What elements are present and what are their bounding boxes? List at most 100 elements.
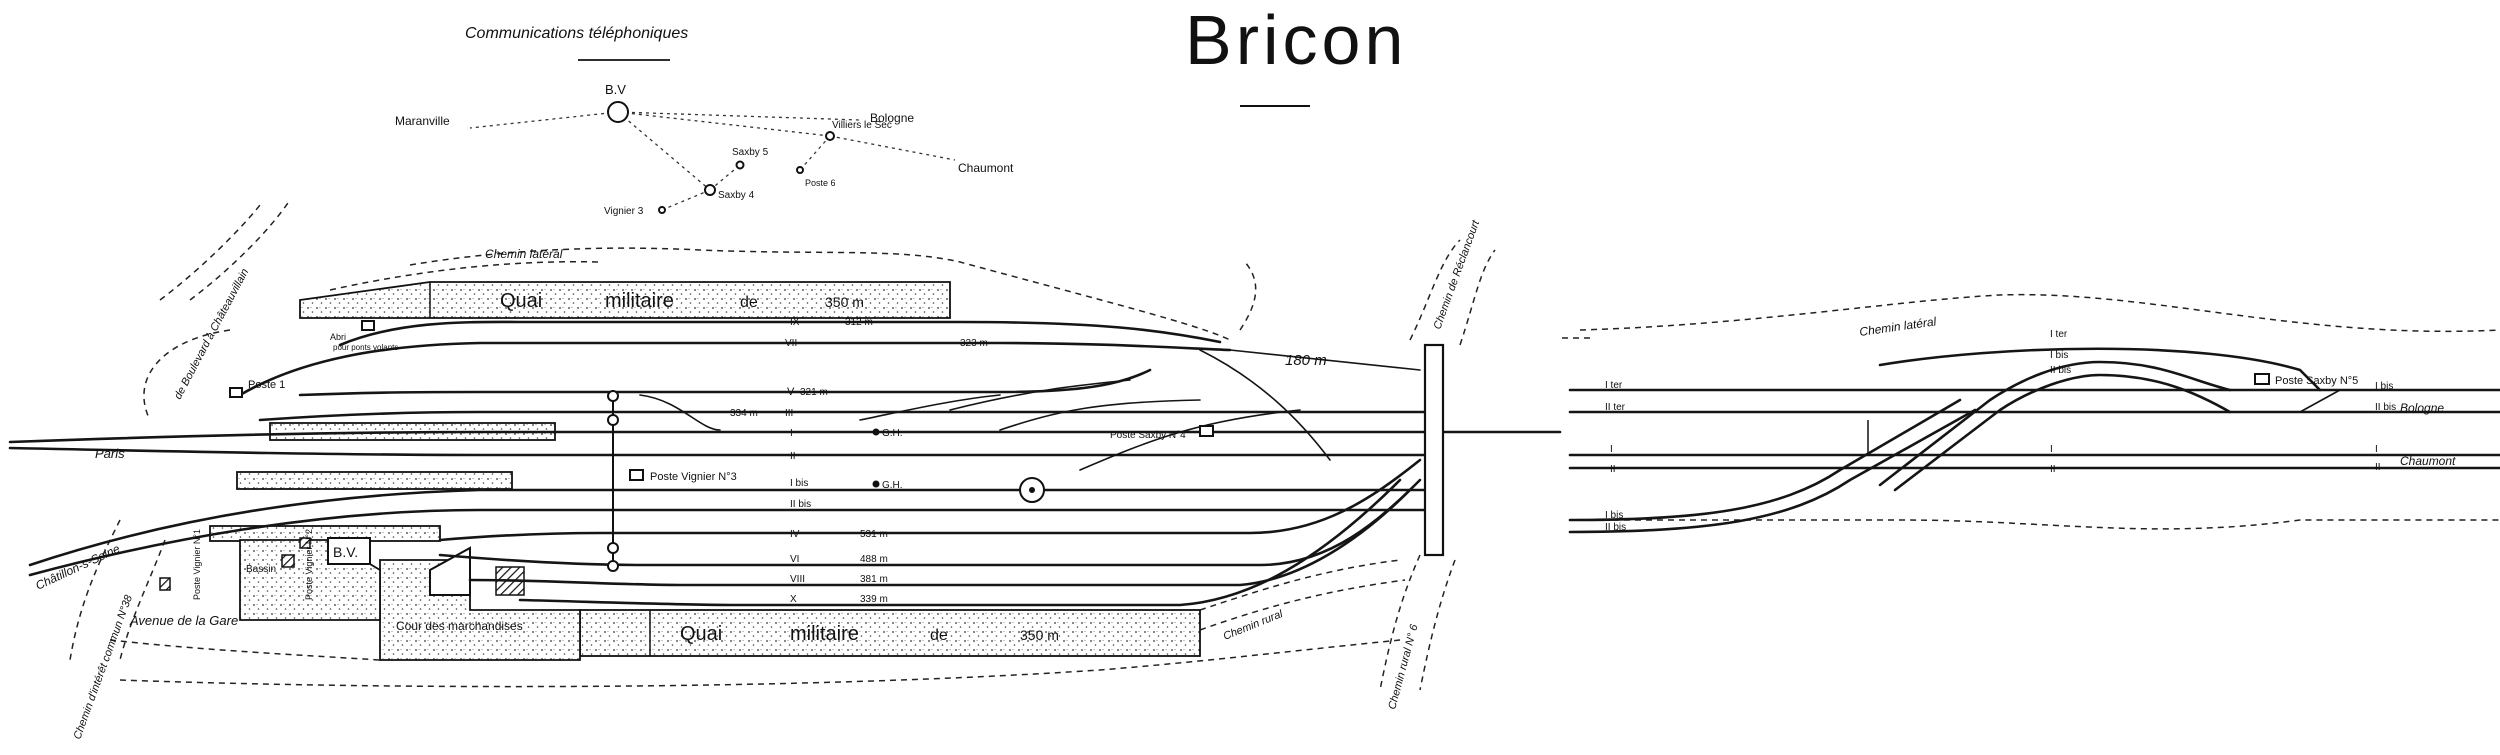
cour-marchandises	[379, 559, 581, 661]
quai-top-w3: de	[740, 294, 758, 311]
crossing-marker-3	[607, 542, 619, 554]
road-chemin-commun	[69, 519, 121, 661]
track-IX	[338, 320, 1222, 347]
tel-label-bv: B.V	[605, 82, 626, 97]
tel-node-vignier3	[658, 206, 666, 214]
track-IX-num: IX	[790, 317, 800, 328]
road-chemin-rural-6b	[1419, 559, 1456, 691]
crossing-marker-1	[607, 390, 619, 402]
abri-label: Abri	[330, 332, 346, 342]
right-II-left: II	[1610, 464, 1616, 475]
right-I-end: I	[2375, 444, 2378, 455]
track-VI-len: 488 m	[860, 554, 888, 565]
tel-node-saxby4	[704, 184, 716, 196]
track-I-bis-mark: G.H.	[882, 480, 903, 491]
track-II	[8, 446, 1432, 457]
track-I	[8, 430, 1562, 444]
track-VI-num: VI	[790, 554, 799, 565]
track-IV-num: IV	[790, 529, 800, 540]
quai-top-w4: 350 m	[825, 294, 864, 310]
buildings: B.V. Cour des marchandises Bassin Poste …	[159, 320, 525, 633]
track-right-II-bis-high	[1893, 373, 2232, 492]
road-chemin-commun-b	[119, 539, 166, 661]
direction-chaumont: Chaumont	[2400, 454, 2456, 468]
tel-line-saxby4	[617, 111, 711, 191]
direction-paris: Paris	[95, 446, 125, 461]
track-curve-right	[1199, 349, 1331, 461]
road-bottom-right	[1580, 519, 2500, 530]
right-I-bis-left: I bis	[1605, 510, 1623, 521]
page-title: Bricon	[1185, 1, 1407, 79]
right-II-end: II	[2375, 462, 2381, 473]
track-V	[298, 368, 1152, 397]
road-outlines	[69, 199, 2500, 691]
road-chemin-lateral-right	[1579, 293, 2500, 333]
passenger-building-bv	[327, 537, 371, 565]
right-II-bis-end: II bis	[2375, 402, 2396, 413]
crossing-marker-2	[607, 414, 619, 426]
track-crossovers-mid	[949, 379, 1301, 471]
road-bd-chateauvillain	[189, 199, 291, 301]
quai-top-w2: militaire	[605, 290, 674, 312]
poste-vignier-1-label: Poste Vignier N°1	[192, 529, 202, 600]
tel-node-saxby5	[735, 160, 745, 170]
right-I-left: I	[1610, 444, 1613, 455]
direction-bologne: Bologne	[2400, 401, 2444, 415]
road-label-lateral-right: Chemin latéral	[1858, 314, 1937, 339]
track-VI	[438, 478, 1422, 567]
road-upper-left	[329, 260, 601, 291]
road-reclancourt-2	[1459, 249, 1496, 346]
track-right-I-bis-low	[1568, 398, 1962, 522]
tel-line-vignier3	[661, 189, 711, 211]
right-I-bis-end: I bis	[2375, 381, 2393, 392]
quai-bottom-w4: 350 m	[1020, 627, 1059, 643]
track-V-len: 321 m	[800, 387, 828, 398]
track-right-I-bis-high	[1878, 360, 2232, 487]
track-II-num: II	[790, 451, 796, 462]
right-I-ter-mid: I ter	[2050, 329, 2068, 340]
small-building-2	[159, 577, 171, 591]
road-chemin-lateral-top	[409, 247, 1231, 341]
track-right-connector	[2299, 389, 2341, 413]
road-label-lateral-top: Chemin latéral	[485, 247, 563, 261]
road-chemin-rural-b	[1199, 579, 1406, 631]
right-I-mid: I	[2050, 444, 2053, 455]
road-loop-top	[1239, 261, 1257, 331]
overbridge	[1423, 343, 1445, 557]
bv-label: B.V.	[333, 544, 358, 560]
road-label-avenue: Avenue de la Gare	[129, 613, 238, 628]
road-bd-chateauvillain-2	[159, 204, 261, 301]
abri-note-label: pour ponts volants	[333, 343, 398, 352]
right-II-mid: II	[2050, 464, 2056, 475]
road-label-commun: Chemin d'intérêt commun N°38	[72, 593, 136, 741]
tel-node-poste6	[796, 166, 804, 174]
right-I-bis-mid: I bis	[2050, 350, 2068, 361]
abri-icon	[361, 320, 375, 331]
poste-saxby-5-icon	[2254, 373, 2270, 385]
tel-line-chaumont	[829, 135, 956, 161]
tel-label-maranville: Maranville	[395, 114, 450, 128]
tel-label-saxby5: Saxby 5	[732, 147, 769, 158]
track-VIII-len: 381 m	[860, 574, 888, 585]
track-VIII	[468, 488, 1412, 587]
track-VII	[238, 341, 1232, 397]
quai-militaire-bottom	[579, 609, 1201, 657]
tel-line-villiers	[617, 111, 831, 137]
tracks	[8, 320, 2500, 607]
right-II-bis-left: II bis	[1605, 522, 1626, 533]
small-building-3	[299, 537, 311, 549]
telephone-heading: Communications téléphoniques	[465, 25, 688, 42]
track-V-num: V	[787, 386, 795, 398]
track-X-num: X	[790, 594, 797, 605]
track-right-I-bis-top	[1878, 347, 2322, 392]
bassin-label: Bassin	[246, 564, 276, 575]
tel-line-maranville	[469, 111, 619, 129]
track-VII-num: VII	[785, 338, 797, 349]
track-II-bis-num: II bis	[790, 499, 811, 510]
tel-label-vignier3: Vignier 3	[604, 206, 644, 217]
poste-vignier-3-label: Poste Vignier N°3	[650, 471, 737, 483]
poste-saxby-4-label: Poste Saxby N°4	[1110, 430, 1186, 441]
track-III	[258, 410, 1432, 422]
road-reclancourt	[1409, 239, 1461, 341]
